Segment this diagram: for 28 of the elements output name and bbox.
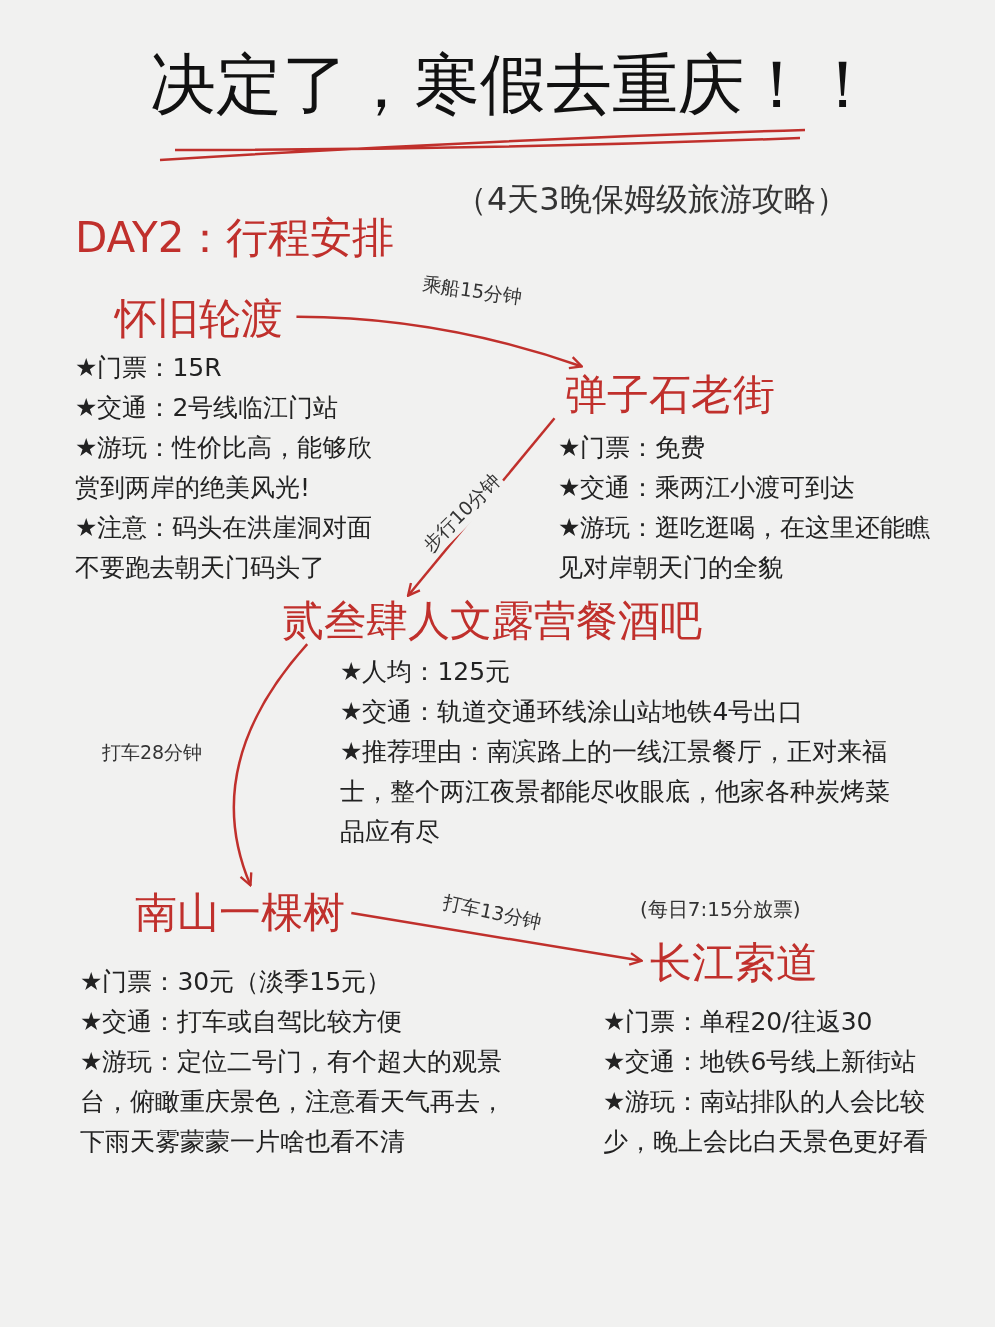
arrow [296,315,583,370]
info-line: ★交通：轨道交通环线涂山站地铁4号出口 [340,696,805,728]
place-name: 弹子石老街 [565,372,775,419]
arrow [232,643,309,887]
info-line: ★门票：30元（淡季15元） [80,966,393,998]
place-name: 南山一棵树 [135,890,345,937]
note-text: (每日7:15分放票) [640,896,801,923]
info-line: ★人均：125元 [340,656,512,688]
info-line: ★交通：乘两江小渡可到达 [558,472,857,504]
arrow [351,911,643,966]
info-line: ★门票：单程20/往返30 [603,1006,874,1038]
info-line: ★游玩：南站排队的人会比较少，晚上会比白天景色更好看 [603,1086,929,1158]
info-line: ★游玩：性价比高，能够欣赏到两岸的绝美风光! [75,432,374,504]
place-name: 长江索道 [650,940,818,987]
subtitle: （4天3晚保姆级旅游攻略） [455,179,848,220]
info-line: ★推荐理由：南滨路上的一线江景餐厅，正对来福士，整个两江夜景都能尽收眼底，他家各种炭烤菜品应有尽 [340,736,891,848]
place-name: 怀旧轮渡 [115,296,283,343]
info-line: ★游玩：逛吃逛喝，在这里还能瞧见对岸朝天门的全貌 [558,512,932,584]
info-line: ★门票：15R [75,352,223,384]
info-line: ★交通：打车或自驾比较方便 [80,1006,404,1038]
info-line: ★交通：2号线临江门站 [75,392,340,424]
info-line: ★游玩：定位二号门，有个超大的观景台，俯瞰重庆景色，注意看天气再去，下雨天雾蒙蒙一片啥也看不清 [80,1046,505,1158]
info-line: ★注意：码头在洪崖洞对面不要跑去朝天门码头了 [75,512,374,584]
info-line: ★交通：地铁6号线上新街站 [603,1046,918,1078]
section-heading: DAY2：行程安排 [75,212,395,264]
info-line: ★门票：免费 [558,432,707,464]
title: 决定了，寒假去重庆！！ [150,45,876,125]
place-name: 贰叁肆人文露营餐酒吧 [282,598,702,645]
